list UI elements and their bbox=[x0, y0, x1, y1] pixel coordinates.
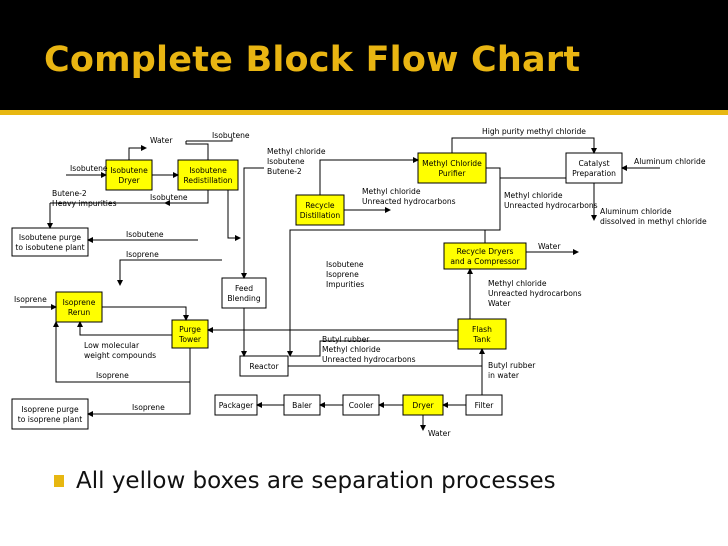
recycle-distillation-box bbox=[295, 194, 345, 226]
title-underline bbox=[0, 110, 728, 115]
isobutene-mid-label: Isobutene bbox=[150, 193, 188, 202]
isobutene-dryer-box bbox=[105, 159, 153, 191]
flash-tank-box bbox=[457, 318, 507, 350]
dryer-label: Dryer bbox=[412, 401, 434, 410]
bullet-marker bbox=[54, 475, 64, 487]
reactor-product-label-2: Methyl chloride bbox=[322, 345, 381, 354]
butene-heavy-label-2: Heavy impurities bbox=[52, 199, 117, 208]
slurry-label-1: Butyl rubber bbox=[488, 361, 536, 370]
isobutene-purge-line-label: Isobutene bbox=[126, 230, 164, 239]
methyl-chloride-purifier-label-1: Methyl Chloride bbox=[422, 159, 482, 168]
alcl-dissolved-label-1: Aluminum chloride bbox=[600, 207, 672, 216]
flash-overhead-label-1: Methyl chloride bbox=[488, 279, 547, 288]
water-right-label: Water bbox=[538, 242, 561, 251]
impurities-label-1: Isobutene bbox=[326, 260, 364, 269]
filter-label: Filter bbox=[475, 401, 495, 410]
recycle-out-label-2: Unreacted hydrocarbons bbox=[362, 197, 456, 206]
aluminum-chloride-label: Aluminum chloride bbox=[634, 157, 706, 166]
low-mw-label-2: weight compounds bbox=[84, 351, 156, 360]
reactor-product-label-1: Butyl rubber bbox=[322, 335, 370, 344]
purge-tower-label-1: Purge bbox=[179, 325, 201, 334]
recycle-out-label-1: Methyl chloride bbox=[362, 187, 421, 196]
feed-stream-label-1: Methyl chloride bbox=[267, 147, 326, 156]
isoprene-rerun-box bbox=[55, 291, 103, 323]
reactor-label: Reactor bbox=[249, 362, 279, 371]
feed-blending-label-1: Feed bbox=[235, 284, 253, 293]
methyl-chloride-purifier-label-2: Purifier bbox=[438, 169, 466, 178]
isobutene-redistillation-label-2: Redistillation bbox=[184, 176, 233, 185]
bullet-text: All yellow boxes are separation processe… bbox=[76, 468, 556, 494]
high-purity-mecl-label: High purity methyl chloride bbox=[482, 127, 586, 136]
isoprene-purge-label-1: Isoprene purge bbox=[21, 405, 79, 414]
feed-blending-box bbox=[221, 277, 267, 309]
catalyst-preparation-label-1: Catalyst bbox=[578, 159, 609, 168]
isoprene-in-label: Isoprene bbox=[14, 295, 47, 304]
flash-tank-label-1: Flash bbox=[472, 325, 492, 334]
slide-title: Complete Block Flow Chart bbox=[44, 40, 581, 80]
flash-overhead-label-2: Unreacted hydrocarbons bbox=[488, 289, 582, 298]
slurry-label-2: in water bbox=[488, 371, 520, 380]
block-flow-diagram: Isobutene Dryer Isobutene Redistillation… bbox=[11, 127, 707, 438]
purifier-in-label-2: Unreacted hydrocarbons bbox=[504, 201, 598, 210]
baler-label: Baler bbox=[292, 401, 313, 410]
feed-stream-label-2: Isobutene bbox=[267, 157, 305, 166]
recycle-distillation-label-2: Distillation bbox=[300, 211, 341, 220]
recycle-dryers-label-2: and a Compressor bbox=[450, 257, 520, 266]
isobutene-redistillation-box bbox=[177, 159, 239, 191]
catalyst-preparation-label-2: Preparation bbox=[572, 169, 616, 178]
cooler-label: Cooler bbox=[349, 401, 374, 410]
purge-tower-label-2: Tower bbox=[178, 335, 202, 344]
isoprene-purge-label-2: to isoprene plant bbox=[18, 415, 82, 424]
recycle-dryers-label-1: Recycle Dryers bbox=[457, 247, 514, 256]
isobutene-purge-label-1: Isobutene purge bbox=[19, 233, 81, 242]
purifier-in-label-1: Methyl chloride bbox=[504, 191, 563, 200]
isobutene-dryer-label-2: Dryer bbox=[118, 176, 140, 185]
isoprene-purge-box bbox=[11, 398, 89, 430]
packager-label: Packager bbox=[219, 401, 254, 410]
isobutene-purge-label-2: to isobutene plant bbox=[15, 243, 84, 252]
isobutene-dryer-label-1: Isobutene bbox=[110, 166, 148, 175]
feed-blending-label-2: Blending bbox=[227, 294, 261, 303]
flash-overhead-label-3: Water bbox=[488, 299, 511, 308]
title-bar: Complete Block Flow Chart bbox=[0, 0, 728, 115]
impurities-label-3: Impurities bbox=[326, 280, 364, 289]
feed-stream-label-3: Butene-2 bbox=[267, 167, 302, 176]
isobutene-in-label: Isobutene bbox=[70, 164, 108, 173]
catalyst-preparation-box bbox=[565, 152, 623, 184]
methyl-chloride-purifier-box bbox=[417, 152, 487, 184]
isoprene-left-label: Isoprene bbox=[126, 250, 159, 259]
isobutene-purge-box bbox=[11, 227, 89, 257]
isoprene-rerun-label-2: Rerun bbox=[68, 308, 91, 317]
isoprene-recycle-label: Isoprene bbox=[96, 371, 129, 380]
flow-lines bbox=[20, 137, 660, 431]
recycle-dryers-box bbox=[443, 242, 527, 270]
isobutene-top-label: Isobutene bbox=[212, 131, 250, 140]
water-top-label: Water bbox=[150, 136, 173, 145]
impurities-label-2: Isoprene bbox=[326, 270, 359, 279]
alcl-dissolved-label-2: dissolved in methyl chloride bbox=[600, 217, 707, 226]
isobutene-redistillation-label-1: Isobutene bbox=[189, 166, 227, 175]
isoprene-rerun-label-1: Isoprene bbox=[63, 298, 96, 307]
recycle-distillation-label-1: Recycle bbox=[305, 201, 335, 210]
isoprene-purge-line-label: Isoprene bbox=[132, 403, 165, 412]
butene-heavy-label-1: Butene-2 bbox=[52, 189, 87, 198]
low-mw-label-1: Low molecular bbox=[84, 341, 140, 350]
reactor-product-label-3: Unreacted hydrocarbons bbox=[322, 355, 416, 364]
flash-tank-label-2: Tank bbox=[472, 335, 491, 344]
water-bottom-label: Water bbox=[428, 429, 451, 438]
